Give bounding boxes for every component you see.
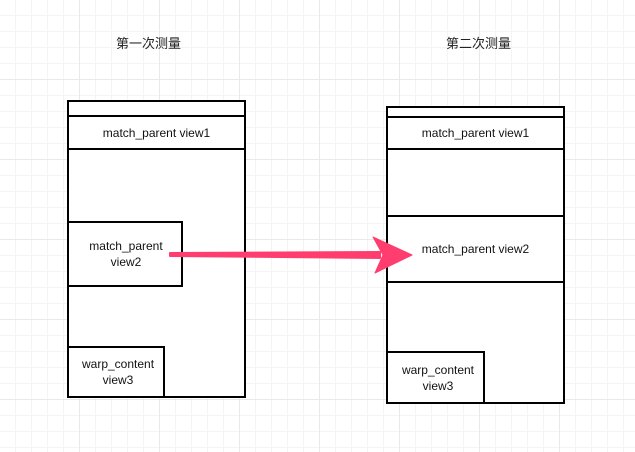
arrow-shaft [169, 251, 381, 259]
left-view1-label: match_parent view1 [102, 125, 211, 140]
left-view3-label: warp_content view3 [81, 357, 155, 387]
right-view2-label: match_parent view2 [421, 242, 530, 256]
left-view1-box [67, 115, 246, 150]
left-view3-box [67, 346, 165, 398]
title-first-measure: 第一次测量 [116, 37, 182, 52]
arrow-head [372, 236, 413, 274]
left-view2-label: match_parent view2 [89, 239, 163, 269]
left-view2-box [67, 221, 183, 287]
right-view1-label: match_parent view1 [421, 126, 530, 140]
right-view3-box [386, 351, 485, 404]
right-view2-box [386, 215, 565, 283]
right-view3-label: warp_content view3 [401, 362, 475, 393]
title-second-measure: 第二次测量 [446, 37, 512, 52]
right-view1-box [386, 116, 565, 150]
